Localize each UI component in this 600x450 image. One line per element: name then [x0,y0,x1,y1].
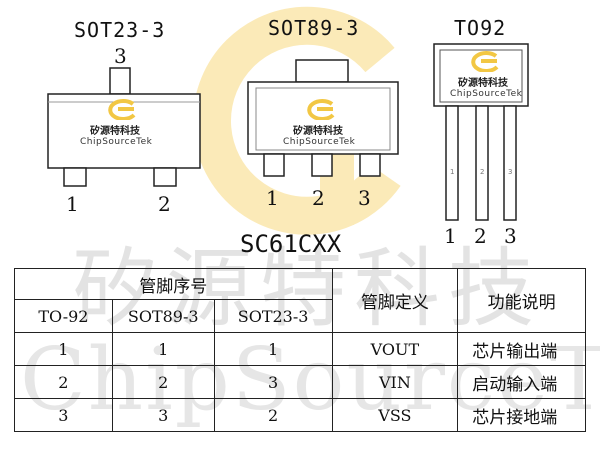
cell-to92: 3 [14,398,113,432]
sot89-brand-en: ChipSourceTek [283,137,356,147]
cell-sot23: 2 [213,398,333,432]
to92-title: TO92 [454,16,507,40]
to92-brand-en: ChipSourceTek [450,89,523,99]
subheader-sot89: SOT89-3 [111,299,215,333]
sot89-logo-icon [307,98,335,120]
sot23-pin-label-1: 1 [66,192,79,216]
sot89-pin-label-1: 1 [266,186,279,210]
table-subheader-row: TO-92 SOT89-3 SOT23-3 [14,299,586,333]
subheader-sot23: SOT23-3 [213,299,333,333]
to92-brand-cn: 矽源特科技 [458,78,508,89]
to92-pin-label-3: 3 [504,224,517,248]
cell-function: 芯片接地端 [457,398,586,432]
function-header: 功能说明 [457,268,586,333]
sot23-logo-icon [108,98,136,120]
cell-sot23: 3 [213,365,333,399]
cell-function: 启动输入端 [457,365,586,399]
to92-leg-mark-2: 2 [480,168,485,176]
sot89-package-drawing [247,59,399,177]
cell-pin-name: VIN [331,365,459,399]
to92-leg-mark-3: 3 [508,168,513,176]
to92-pin-label-1: 1 [444,224,457,248]
table-row: 2 2 3 VIN 启动输入端 [14,365,586,399]
sot23-brand-cn: 矽源特科技 [90,126,140,137]
to92-package-drawing [433,43,529,221]
sot89-pin-label-2: 2 [312,186,325,210]
cell-to92: 1 [14,332,113,366]
to92-pin-label-2: 2 [474,224,487,248]
table-row: 1 1 1 VOUT 芯片输出端 [14,332,586,366]
to92-leg-mark-1: 1 [450,168,455,176]
cell-sot89: 3 [111,398,215,432]
cell-sot23: 1 [213,332,333,366]
sot89-brand-cn: 矽源特科技 [293,126,343,137]
pin-definition-table: 管脚序号 管脚定义 功能说明 TO-92 SOT89-3 SOT23-3 1 1… [14,268,586,432]
sot89-pin-label-3: 3 [358,186,371,210]
sot89-title: SOT89-3 [268,16,360,40]
cell-function: 芯片输出端 [457,332,586,366]
to92-logo-icon [471,50,499,72]
cell-sot89: 2 [111,365,215,399]
sot23-title: SOT23-3 [74,18,166,42]
table-header-row: 管脚序号 管脚定义 功能说明 [14,268,586,333]
sot23-brand-en: ChipSourceTek [80,137,153,147]
cell-sot89: 1 [111,332,215,366]
subheader-to92: TO-92 [14,299,113,333]
part-number: SC61CXX [240,230,342,258]
pin-definition-header: 管脚定义 [331,268,459,333]
cell-to92: 2 [14,365,113,399]
sot23-pin-top-label: 3 [114,44,127,68]
table-row: 3 3 2 VSS 芯片接地端 [14,398,586,432]
cell-pin-name: VSS [331,398,459,432]
pin-number-group-header: 管脚序号 [14,268,333,300]
cell-pin-name: VOUT [331,332,459,366]
sot23-pin-label-2: 2 [158,192,171,216]
sot23-package-drawing [47,67,201,187]
